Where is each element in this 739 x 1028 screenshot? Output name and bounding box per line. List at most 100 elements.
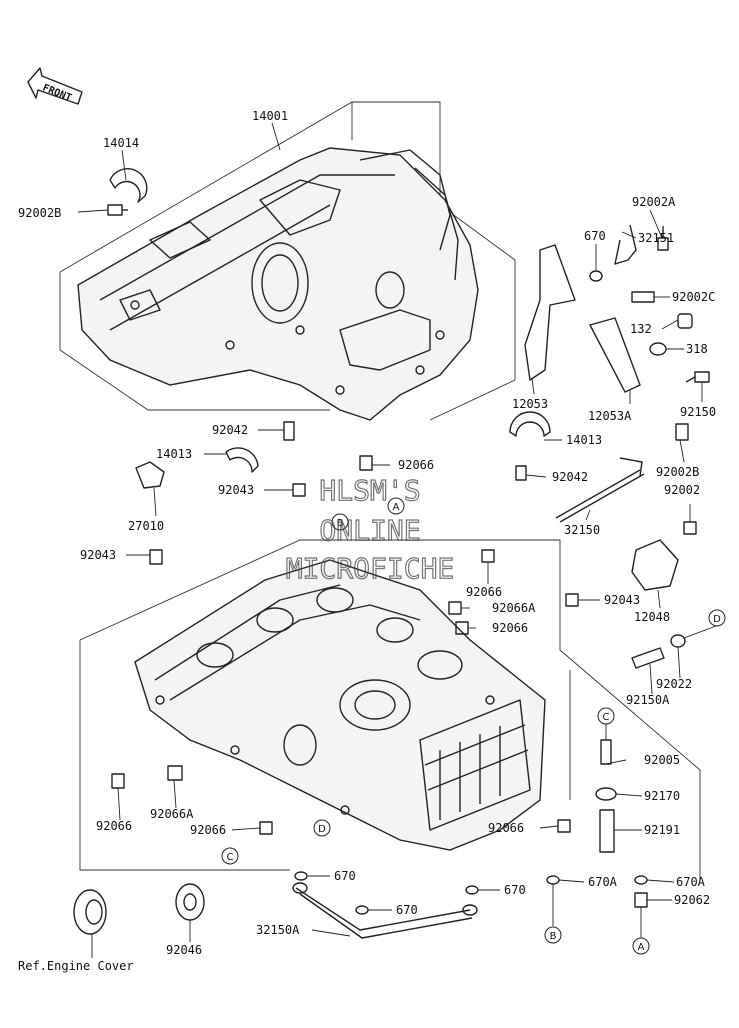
tag-B-upper: B: [331, 513, 349, 531]
svg-text:D: D: [318, 824, 326, 835]
dowel-92066A-a: [448, 601, 462, 615]
svg-text:C: C: [603, 712, 610, 723]
oring-670-a: [294, 871, 308, 881]
tag-A-upper: A: [387, 497, 405, 515]
svg-text:A: A: [393, 502, 400, 513]
watermark: HLSM'S ONLINE MICROFICHE: [285, 473, 455, 585]
label-92022: 92022: [656, 677, 692, 691]
bolt-92002C: [631, 291, 655, 303]
label-92002C: 92002C: [672, 290, 715, 304]
watermark-line1: HLSM'S: [319, 474, 420, 507]
washer-318: [649, 342, 667, 356]
svg-text:B: B: [550, 931, 557, 942]
label-92042-right: 92042: [552, 470, 588, 484]
label-92191: 92191: [644, 823, 680, 837]
label-12053A: 12053A: [588, 409, 632, 423]
tag-A-lower: A: [632, 937, 650, 955]
svg-text:D: D: [713, 614, 721, 625]
label-670A-b: 670A: [676, 875, 706, 889]
label-670-b: 670: [396, 903, 418, 917]
label-92170: 92170: [644, 789, 680, 803]
label-92150A: 92150A: [626, 693, 670, 707]
label-670A-a: 670A: [588, 875, 618, 889]
label-32150A: 32150A: [256, 923, 300, 937]
ref-engine-cover-note: Ref.Engine Cover: [18, 959, 134, 973]
bearing-92046: [175, 883, 205, 921]
svg-text:A: A: [638, 942, 645, 953]
label-92043-left: 92043: [80, 548, 116, 562]
label-14013-right: 14013: [566, 433, 602, 447]
dowel-92043-mid: [292, 483, 306, 497]
label-12053: 12053: [512, 397, 548, 411]
watermark-line2: ONLINE: [319, 514, 420, 547]
dowel-92042-left: [283, 421, 295, 441]
cover-12048: [631, 539, 679, 591]
lower-crankcase: [134, 559, 546, 851]
label-92066-right: 92066: [488, 821, 524, 835]
switch-27010: [135, 461, 165, 489]
svg-text:B: B: [337, 518, 344, 529]
oil-pipe-32150A: [292, 882, 478, 939]
label-92062: 92062: [674, 893, 710, 907]
front-arrow: FRONT: [27, 67, 83, 105]
label-92043-right: 92043: [604, 593, 640, 607]
plug-132: [677, 313, 693, 329]
bearing-14013-right: [509, 411, 551, 437]
tag-B-lower: B: [544, 926, 562, 944]
seal-ref-engine-cover: [73, 889, 107, 935]
dowel-92043-right: [565, 593, 579, 607]
washer-92022: [670, 634, 686, 648]
dowel-92066-left: [111, 773, 125, 789]
label-670-c: 670: [504, 883, 526, 897]
label-92002B-top: 92002B: [18, 206, 61, 220]
label-14014: 14014: [103, 136, 139, 150]
label-14001: 14001: [252, 109, 288, 123]
label-92066-left: 92066: [96, 819, 132, 833]
dowel-92042-right: [515, 465, 527, 481]
label-670-top: 670: [584, 229, 606, 243]
label-92043-mid: 92043: [218, 483, 254, 497]
tag-D-lower: D: [313, 819, 331, 837]
fitting-92062: [634, 892, 648, 908]
bolt-92002B-right: [675, 423, 689, 441]
label-318: 318: [686, 342, 708, 356]
label-92066-a: 92066: [466, 585, 502, 599]
label-12048: 12048: [634, 610, 670, 624]
svg-text:C: C: [227, 852, 234, 863]
oring-670A-a: [546, 875, 560, 885]
label-92150: 92150: [680, 405, 716, 419]
label-92002A: 92002A: [632, 195, 676, 209]
label-92066-top: 92066: [398, 458, 434, 472]
label-92066A-a: 92066A: [492, 601, 536, 615]
watermark-line3: MICROFICHE: [286, 552, 455, 585]
hose-92191: [599, 809, 615, 853]
label-32150: 32150: [564, 523, 600, 537]
pipe-32150: [555, 457, 645, 523]
oring-670A-b: [634, 875, 648, 885]
dowel-92066-top: [359, 455, 373, 471]
bolt-92002A: [657, 226, 669, 251]
oring-670-c: [465, 885, 479, 895]
bracket-12053: [524, 244, 576, 381]
fitting-92005: [600, 739, 612, 765]
pipe-32151: [614, 224, 637, 265]
label-92066-b: 92066: [492, 621, 528, 635]
dowel-92043-left: [149, 549, 163, 565]
oring-670-b: [355, 905, 369, 915]
label-92066A-left: 92066A: [150, 807, 194, 821]
bolt-92002B-top: [107, 204, 128, 216]
label-27010: 27010: [128, 519, 164, 533]
label-32151: 32151: [638, 231, 674, 245]
nozzle-92150A: [631, 647, 665, 669]
dowel-92066-c: [259, 821, 273, 835]
tag-C-lower: C: [221, 847, 239, 865]
dowel-92066-a: [481, 549, 495, 563]
bearing-14013-left: [225, 447, 259, 473]
bolt-92002: [683, 521, 697, 535]
label-92046: 92046: [166, 943, 202, 957]
clamp-92170: [595, 787, 617, 801]
dowel-92066-right: [557, 819, 571, 833]
label-92005: 92005: [644, 753, 680, 767]
label-670-a: 670: [334, 869, 356, 883]
